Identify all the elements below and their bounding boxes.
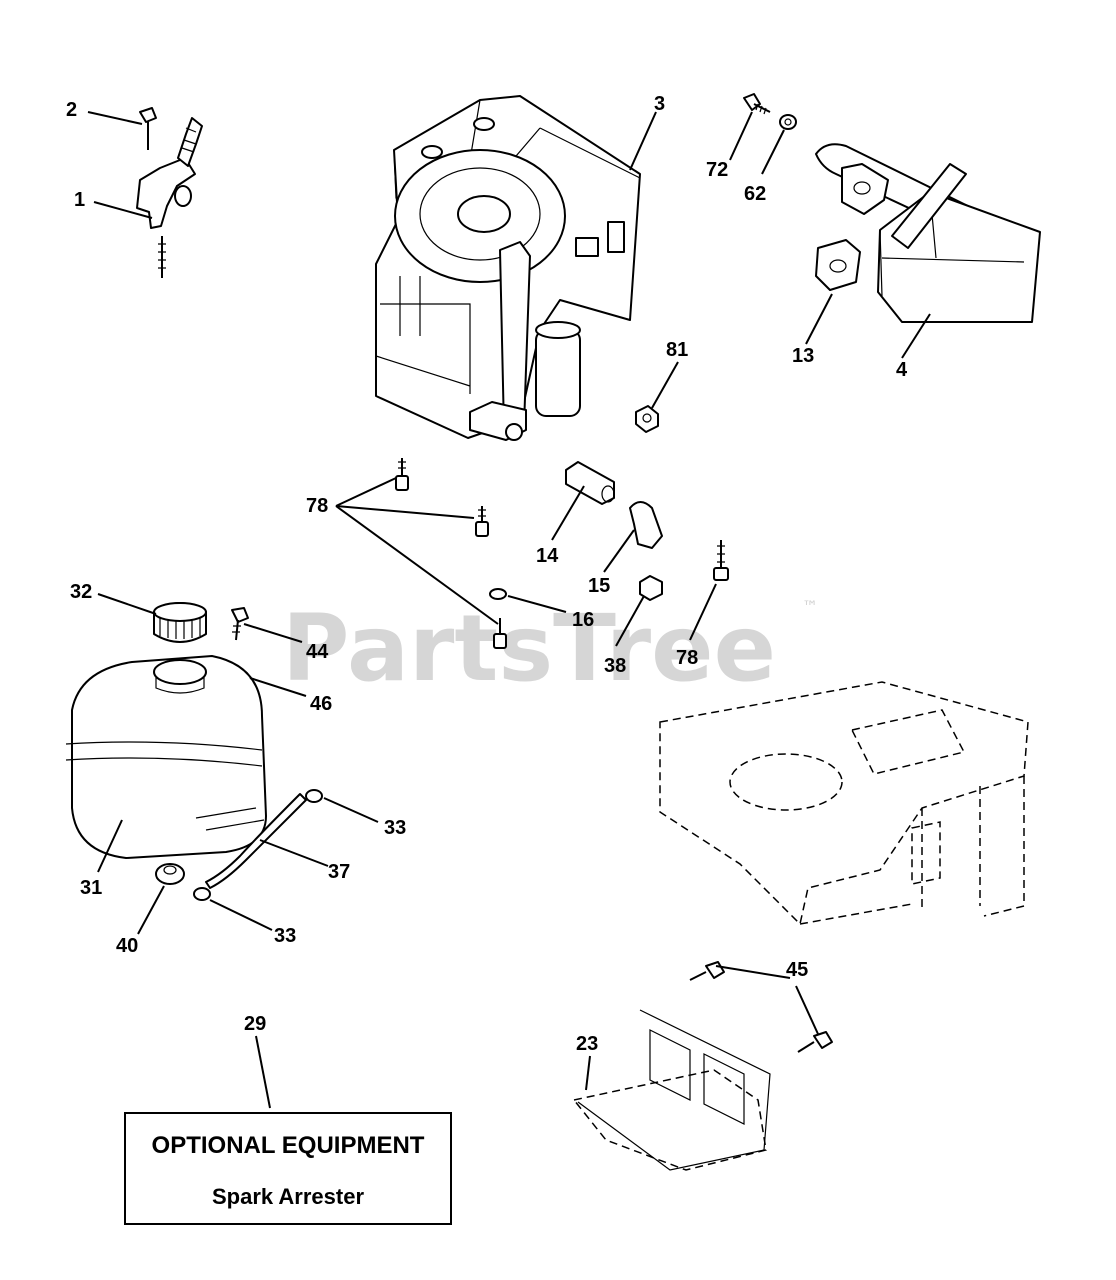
callout-81: 81 [666, 339, 688, 361]
callout-72: 72 [706, 159, 728, 181]
optional-equipment-box: OPTIONAL EQUIPMENT Spark Arrester [124, 1112, 452, 1225]
callout-14: 14 [536, 545, 559, 567]
bolt-72-part [743, 93, 771, 115]
callout-4: 4 [896, 359, 908, 381]
washer-62-part [779, 114, 797, 130]
callout-33-lower: 33 [274, 925, 296, 947]
frame-reference [659, 681, 1029, 926]
callout-2: 2 [66, 99, 77, 121]
watermark-trademark: ™ [802, 597, 818, 616]
nut-81-part [635, 405, 659, 433]
callout-labels: 2 1 3 72 62 13 4 81 78 14 15 16 38 78 32… [66, 93, 908, 1055]
fuel-tank-part [65, 655, 267, 859]
engine-part [375, 95, 641, 441]
callout-78-upper: 78 [306, 495, 328, 517]
screw-44-part [231, 607, 249, 641]
callout-44: 44 [306, 641, 329, 663]
watermark-text: PartsTree [282, 595, 776, 702]
elbow-15-part [629, 501, 663, 549]
leader-lines [87, 111, 931, 1109]
callout-15: 15 [588, 575, 610, 597]
callout-33-upper: 33 [384, 817, 406, 839]
callout-3: 3 [654, 93, 665, 115]
callout-40: 40 [116, 935, 138, 957]
muffler-part [815, 143, 1041, 323]
callout-16: 16 [572, 609, 594, 631]
callout-46: 46 [310, 693, 332, 715]
fuel-cap-part [153, 602, 207, 643]
spark-arrester-label: Spark Arrester [211, 1184, 365, 1209]
optional-equipment-title: OPTIONAL EQUIPMENT [151, 1132, 425, 1159]
plug-38-part [639, 575, 663, 601]
callout-31: 31 [80, 877, 102, 899]
callout-62: 62 [744, 183, 766, 205]
throttle-control-part [136, 107, 203, 278]
deflector-plate-part [572, 1009, 771, 1171]
pipe-14-part [565, 461, 615, 505]
clamp-33-upper-part [305, 789, 323, 803]
callout-32: 32 [70, 581, 92, 603]
fuel-hose-part [205, 793, 307, 889]
callout-45: 45 [786, 959, 808, 981]
bolts-78-part [395, 458, 729, 649]
callout-23: 23 [576, 1033, 598, 1055]
callout-1: 1 [74, 189, 85, 211]
clamp-33-lower-part [193, 887, 211, 901]
grommet-40-part [155, 863, 185, 885]
callout-78-lower: 78 [676, 647, 698, 669]
gasket-13-part [815, 239, 861, 291]
callout-29: 29 [244, 1013, 266, 1035]
washer-16-part [489, 588, 507, 600]
callout-13: 13 [792, 345, 814, 367]
callout-37: 37 [328, 861, 350, 883]
callout-38: 38 [604, 655, 626, 677]
bolts-45-part [689, 961, 833, 1053]
